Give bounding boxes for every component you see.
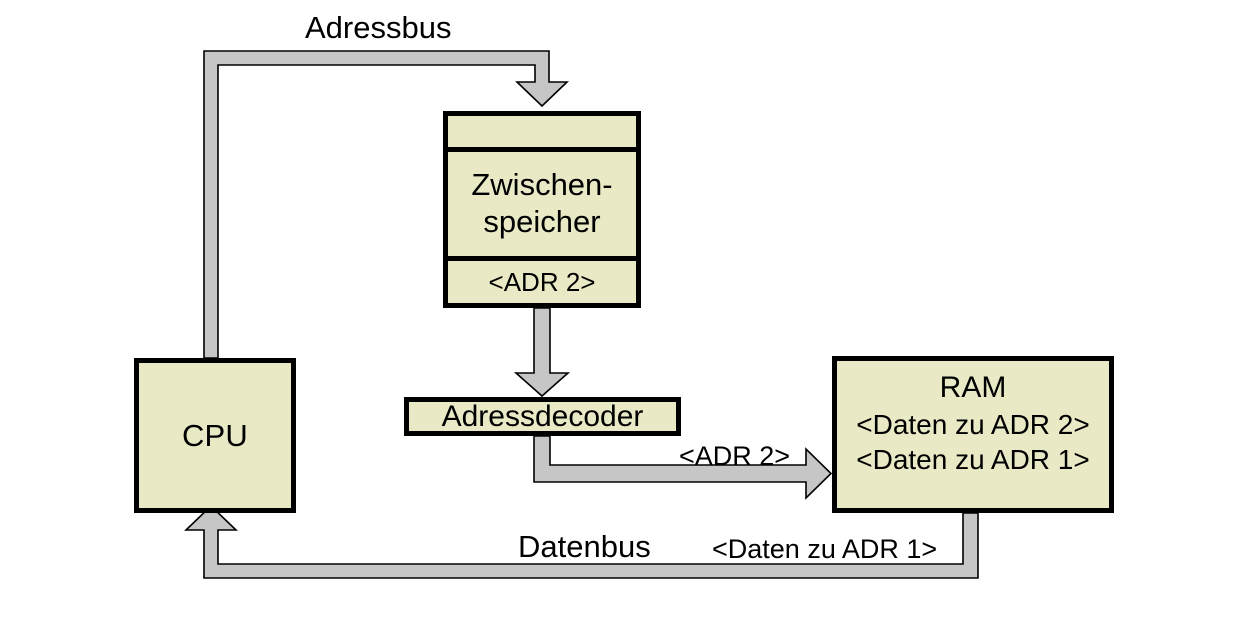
datenbus-payload-label: <Daten zu ADR 1> bbox=[712, 534, 938, 564]
adressdecoder-label: Adressdecoder bbox=[441, 399, 644, 433]
node-cpu[interactable]: CPU bbox=[134, 358, 296, 513]
zwischenspeicher-label-line2: speicher bbox=[483, 204, 601, 239]
cpu-label: CPU bbox=[181, 417, 249, 453]
adressbus-label: Adressbus bbox=[305, 10, 452, 45]
adressbus-payload-label: <ADR 2> bbox=[679, 441, 791, 471]
zwischenspeicher-label-line1: Zwischen- bbox=[471, 167, 613, 203]
datenbus-path bbox=[184, 504, 979, 579]
ram-data-line-1: <Daten zu ADR 2> bbox=[856, 408, 1090, 440]
decoder-to-ram-path bbox=[533, 435, 833, 500]
adressbus-path bbox=[203, 50, 569, 359]
zwischenspeicher-label: Zwischen- speicher bbox=[448, 152, 636, 261]
node-zwischenspeicher[interactable]: Zwischen- speicher <ADR 2> bbox=[443, 111, 641, 308]
ram-title: RAM bbox=[939, 371, 1007, 404]
zwischenspeicher-to-decoder-path bbox=[513, 307, 571, 398]
zwischenspeicher-empty-cell bbox=[448, 116, 636, 152]
datenbus-label: Datenbus bbox=[518, 529, 651, 564]
node-ram[interactable]: RAM <Daten zu ADR 2> <Daten zu ADR 1> bbox=[832, 356, 1114, 513]
zwischenspeicher-value: <ADR 2> bbox=[488, 266, 596, 297]
node-adressdecoder[interactable]: Adressdecoder bbox=[404, 397, 681, 436]
ram-data-line-2: <Daten zu ADR 1> bbox=[856, 444, 1090, 476]
